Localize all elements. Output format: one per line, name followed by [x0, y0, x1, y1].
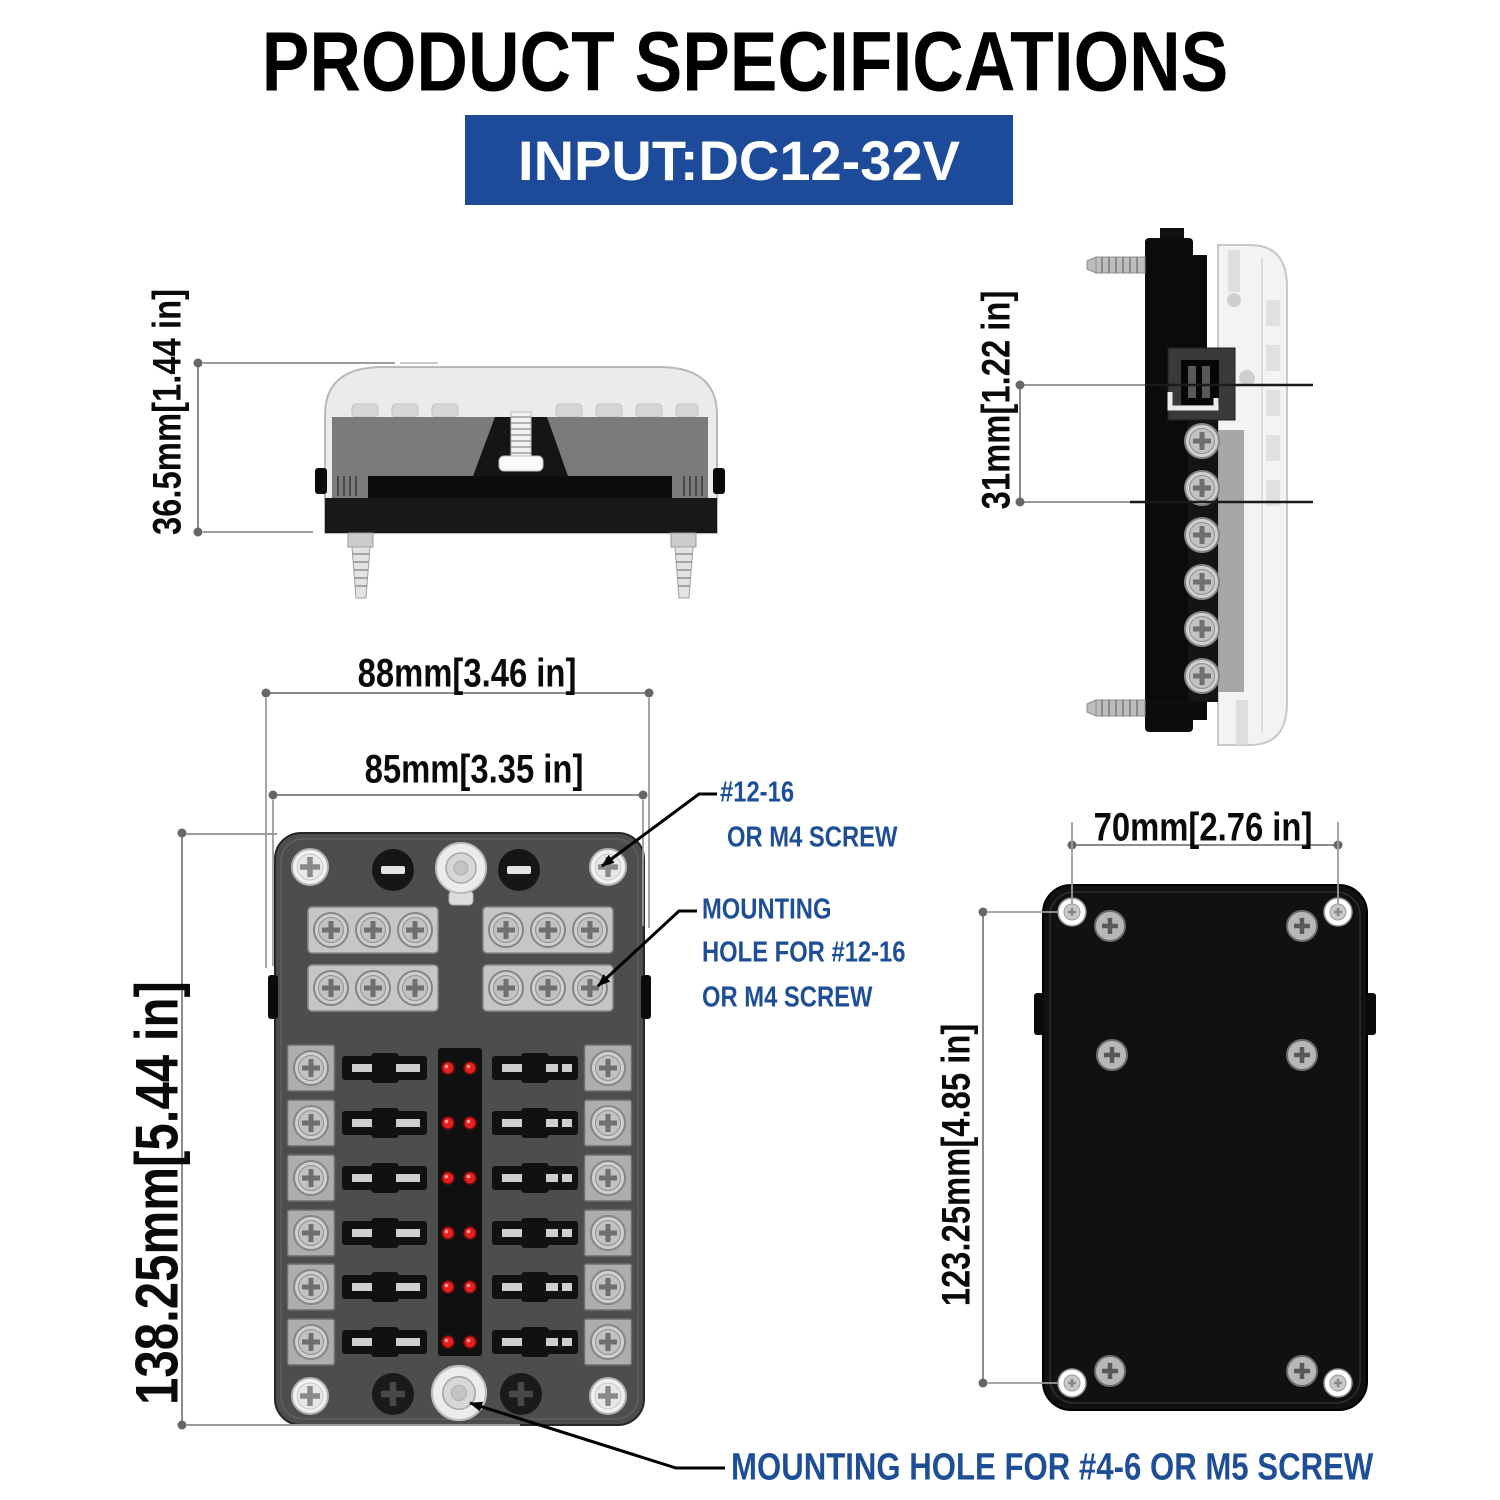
back-height-dimension: [978, 907, 1058, 1388]
top-view-drawing: [177, 688, 654, 1430]
front-mounting-screws: [347, 532, 697, 599]
back-height-dim-label: 123.25mm[4.85 in]: [934, 1023, 979, 1307]
back-width-dim-label: 70mm[2.76 in]: [1093, 805, 1313, 850]
back-screw-icon: [1097, 1040, 1127, 1070]
corner-screw-note-line2: OR M4 SCREW: [727, 821, 898, 854]
back-mounting-hole-icon: [1056, 1367, 1088, 1399]
center-mounting-hole-icon: [430, 1364, 488, 1422]
side-terminal-column: [1185, 420, 1244, 702]
side-view-drawing: [1015, 228, 1313, 746]
side-height-dimension: [1015, 380, 1313, 507]
front-base: [315, 468, 725, 533]
corner-screw-icon: [590, 1378, 626, 1414]
top-mounting-post-icon: [435, 842, 487, 894]
terminal-mounting-note-line3: OR M4 SCREW: [702, 981, 873, 1014]
input-voltage-label: INPUT:DC12-32V: [518, 128, 960, 192]
positive-terminal-icon: [372, 1373, 414, 1415]
top-width-outer-dim-label: 88mm[3.46 in]: [357, 651, 577, 696]
corner-screw-arrow: [601, 792, 717, 868]
corner-screw-icon: [292, 1378, 328, 1414]
top-right-tab: [641, 975, 651, 1019]
center-hole-arrow: [469, 1401, 725, 1470]
negative-terminal-icon: [498, 849, 540, 891]
top-height-dim-label: 138.25mm[5.44 in]: [123, 981, 191, 1405]
front-right-tab: [713, 468, 725, 494]
back-screw-icon: [1287, 911, 1317, 941]
led-indicator-column: [438, 1048, 482, 1356]
front-left-tab: [315, 468, 327, 494]
back-screw-icon: [1095, 911, 1125, 941]
side-screw-bottom-icon: [1086, 699, 1146, 717]
back-view-body: [1042, 884, 1368, 1411]
top-height-dimension: [177, 828, 520, 1430]
top-left-tab: [268, 975, 278, 1019]
ghost-screw-bottom-icon: [1236, 700, 1248, 745]
back-screw-icon: [1095, 1356, 1125, 1386]
back-width-dimension: [1067, 822, 1343, 904]
corner-screw-icon: [292, 849, 328, 885]
front-height-dimension: [193, 358, 438, 537]
center-hole-note: MOUNTING HOLE FOR #4-6 OR M5 SCREW: [731, 1446, 1374, 1489]
top-width-inner-dim-label: 85mm[3.35 in]: [364, 747, 584, 792]
terminal-mounting-note-line2: HOLE FOR #12-16: [702, 936, 906, 969]
back-view-drawing: [978, 822, 1376, 1411]
negative-terminal-icon: [372, 849, 414, 891]
corner-screw-note-line1: #12-16: [720, 776, 795, 809]
leader-arrows: [469, 792, 725, 1470]
back-screw-icon: [1287, 1356, 1317, 1386]
back-left-tab: [1034, 993, 1044, 1035]
terminal-mounting-arrow: [596, 909, 697, 988]
top-width-dimensions: [261, 688, 654, 968]
back-right-tab: [1366, 993, 1376, 1035]
page-title: PRODUCT SPECIFICATIONS: [261, 14, 1229, 109]
top-power-row: [292, 842, 626, 906]
front-center-bolt: [473, 411, 568, 476]
positive-terminal-icon: [500, 1373, 542, 1415]
front-vent-hatch: [337, 476, 703, 496]
input-voltage-badge: INPUT:DC12-32V: [465, 115, 1013, 205]
back-mounting-hole-icon: [1322, 1367, 1354, 1399]
side-height-dim-label: 31mm[1.22 in]: [974, 290, 1019, 510]
corner-screw-icon: [590, 849, 626, 885]
top-bottom-row: [292, 1364, 626, 1422]
terminal-mounting-note-line1: MOUNTING: [702, 893, 832, 926]
front-height-dim-label: 36.5mm[1.44 in]: [145, 288, 190, 536]
ghost-screw-top-icon: [1228, 250, 1240, 292]
front-view-drawing: [193, 358, 725, 599]
back-screw-icon: [1287, 1040, 1317, 1070]
side-screw-top-icon: [1086, 256, 1146, 274]
fuse-bank: [288, 1045, 632, 1365]
